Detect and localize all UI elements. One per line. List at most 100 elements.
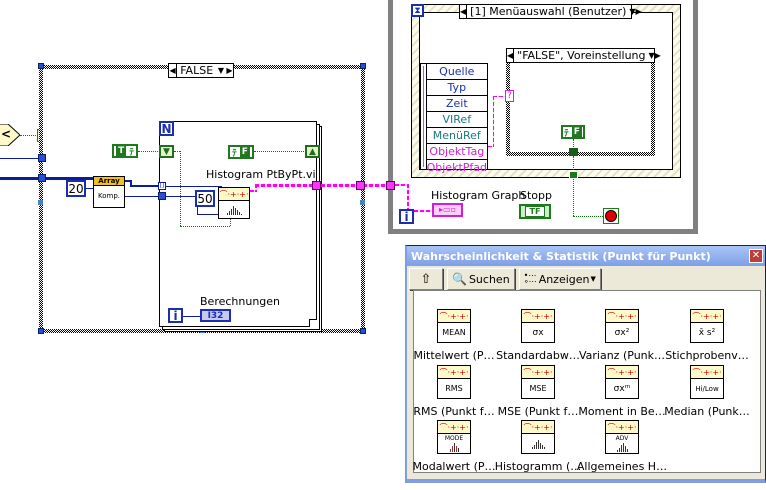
wire-array-out-2 (125, 196, 160, 197)
wire-graph (408, 210, 433, 212)
stopp-terminal[interactable]: TF (519, 204, 551, 219)
wire-histogram-out (250, 190, 256, 192)
wire-array-out (125, 180, 131, 182)
shift-register-right[interactable]: ▲ (305, 145, 320, 158)
wire-shift (180, 151, 181, 226)
case-corner (360, 328, 366, 334)
search-button[interactable]: 🔍 Suchen (447, 268, 515, 290)
palette-item-varianz[interactable]: ⌒·+·+·σx² Varianz (Punk… (572, 309, 672, 362)
rms-icon: ⌒·+·+·RMS (437, 365, 471, 399)
inner-case-selector-terminal[interactable]: ? (505, 90, 514, 102)
event-selector[interactable]: ◀ [1] Menüauswahl (Benutzer) ▼ ▶ (459, 4, 642, 19)
palette-item-moment[interactable]: ⌒·+·+·σxᵐ Moment in Be… (572, 365, 672, 418)
less-than-node[interactable]: < (0, 123, 21, 147)
palette-item-mittelwert[interactable]: ⌒·+·+·MEAN Mittelwert (P… (404, 309, 504, 362)
palette-item-histogramm[interactable]: ⌒·+·+· Histogramm (… (488, 420, 588, 473)
inner-false-constant[interactable]: ﾃ F (561, 125, 585, 139)
view-button[interactable]: •⋯∘⋯ Anzeigen ▼ (518, 268, 601, 290)
histogram-ptbypt-vi[interactable]: ⌒·+·+· (218, 187, 250, 219)
histogram-icon: ⌒·+·+· (521, 420, 555, 454)
shift-register-left[interactable]: ▼ (159, 145, 174, 158)
berechnungen-indicator[interactable]: I32 (200, 309, 231, 322)
palette-item-stichprobenvarianz[interactable]: ⌒·+·+·x̄ s² Stichprobenv… (657, 309, 757, 362)
wire-objekttag (488, 146, 494, 147)
stop-condition-terminal[interactable] (603, 208, 619, 224)
inner-case-structure[interactable] (506, 53, 655, 156)
next-case-arrow[interactable]: ▶ (654, 51, 661, 60)
case-corner (38, 328, 44, 334)
event-data-node[interactable]: Quelle Typ Zeit VIRef MenüRef ObjektTag … (420, 63, 488, 174)
palette-item-standardabweichung[interactable]: ⌒·+·+·σx Standardabw… (488, 309, 588, 362)
histogram-graph-terminal[interactable]: ▸▭▫ (432, 203, 463, 217)
inner-case-selector[interactable]: ◀ "FALSE", Voreinstellung ▼ ▶ (506, 48, 661, 63)
boolean-false-constant[interactable]: ﾃ F (228, 145, 254, 159)
std-deviation-icon: ⌒·+·+·σx (521, 309, 555, 343)
sample-variance-icon: ⌒·+·+·x̄ s² (690, 309, 724, 343)
next-case-arrow[interactable]: ▶ (226, 66, 233, 75)
event-field-typ[interactable]: Typ (426, 80, 487, 96)
numeric-constant-50[interactable]: 50 (195, 190, 215, 207)
prev-case-arrow[interactable]: ◀ (169, 66, 176, 75)
case-mid-handle (38, 200, 43, 205)
search-icon: 🔍 (452, 272, 467, 286)
advanced-histogram-icon: ⌒·+·+·ADV (605, 420, 639, 454)
dropdown-arrow[interactable]: ▼ (629, 7, 636, 16)
while-loop-tunnel (386, 181, 395, 190)
chevron-down-icon: ▼ (590, 275, 596, 283)
palette-title-bar[interactable]: Wahrscheinlichkeit & Statistik (Punkt fü… (407, 246, 765, 266)
wire-stop (573, 216, 603, 217)
array-compare-node[interactable]: Array Komp. (93, 176, 125, 208)
case-corner (38, 63, 44, 69)
palette-item-allgemeines-histogramm[interactable]: ⌒·+·+·ADV Allgemeines H… (572, 420, 672, 473)
median-icon: ⌒·+·+·Hi/Low (690, 365, 724, 399)
boolean-true-constant[interactable]: T ﾃ (112, 144, 138, 158)
wire-stop (573, 156, 574, 172)
wire-50 (197, 214, 219, 215)
event-field-quelle[interactable]: Quelle (426, 64, 487, 80)
wire-graph (407, 184, 409, 212)
wire-bool-false (254, 151, 306, 152)
stop-sign-icon (605, 210, 617, 222)
less-than-icon (0, 123, 21, 147)
event-tunnel (569, 171, 578, 179)
ptbypt-header-icon: ⌒·+·+· (219, 188, 249, 201)
event-field-objekttag[interactable]: ObjektTag (426, 144, 487, 160)
tunnel-input-1 (38, 154, 46, 162)
wire-histogram-out (255, 184, 395, 187)
for-loop-tunnel (158, 192, 166, 200)
wire-objekttag (493, 96, 507, 97)
functions-palette[interactable]: Wahrscheinlichkeit & Statistik (Punkt fü… (405, 245, 766, 483)
close-button[interactable]: ✕ (749, 249, 763, 263)
palette-item-modalwert[interactable]: ⌒·+·+·MODE Modalwert (P… (404, 420, 504, 473)
wire-array-out (130, 180, 132, 186)
palette-item-mse[interactable]: ⌒·+·+·MSE MSE (Punkt f… (488, 365, 588, 418)
palette-item-median[interactable]: ⌒·+·+·Hi/Low Median (Punk… (657, 365, 757, 418)
wire-bool-true (138, 151, 160, 152)
event-field-zeit[interactable]: Zeit (426, 96, 487, 112)
event-field-objektpfad[interactable]: ObjektPfad (426, 161, 487, 174)
prev-event-arrow[interactable]: ◀ (460, 7, 467, 16)
dropdown-arrow[interactable]: ▼ (217, 66, 225, 75)
wire-input-1 (0, 158, 42, 159)
palette-content: ⌒·+·+·MEAN Mittelwert (P… ⌒·+·+·σx Stand… (412, 290, 761, 473)
event-field-menueref[interactable]: MenüRef (426, 128, 487, 144)
event-field-viref[interactable]: VIRef (426, 112, 487, 128)
case-selector[interactable]: ◀ FALSE ▼ ▶ (168, 63, 234, 78)
palette-item-rms[interactable]: ⌒·+·+·RMS RMS (Punkt f… (404, 365, 504, 418)
palette-title: Wahrscheinlichkeit & Statistik (Punkt fü… (411, 249, 711, 263)
mean-icon: ⌒·+·+·MEAN (437, 309, 471, 343)
up-button[interactable]: ⇧ (409, 268, 443, 290)
histogram-graph-label: Histogram Graph (431, 189, 526, 202)
mode-icon: ⌒·+·+·MODE (437, 420, 471, 454)
page-fold-corner (309, 319, 317, 327)
wire-20 (86, 188, 94, 189)
wire-graph (395, 184, 408, 186)
loop-count-terminal[interactable]: N (159, 121, 174, 136)
next-event-arrow[interactable]: ▶ (635, 7, 642, 16)
prev-case-arrow[interactable]: ◀ (507, 51, 514, 60)
numeric-constant-20[interactable]: 20 (66, 180, 86, 197)
wire-boolean (20, 135, 38, 136)
dropdown-arrow[interactable]: ▼ (648, 51, 655, 60)
stopp-label: Stopp (520, 189, 552, 202)
wire-stop (573, 179, 574, 216)
